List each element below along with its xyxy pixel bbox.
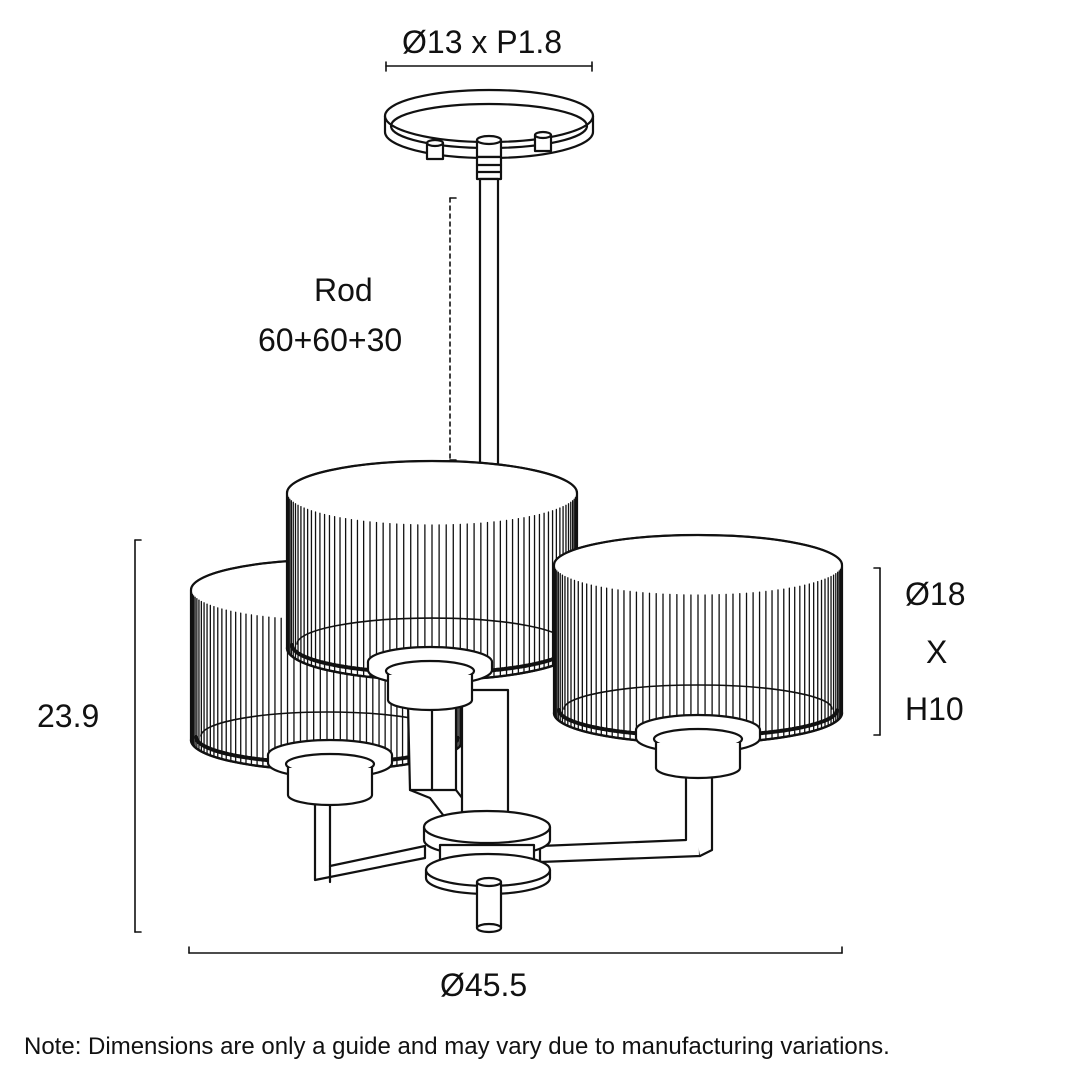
- arms-and-hub: [313, 688, 714, 934]
- canopy-dimension-label: Ø13 x P1.8: [402, 24, 563, 60]
- shade-right: [552, 533, 844, 745]
- lamp-holders: [266, 645, 762, 807]
- ceiling-canopy: [383, 88, 595, 161]
- height-label: 23.9: [37, 698, 100, 734]
- dimension-lines: [134, 61, 881, 954]
- suspension-rod: [475, 155, 503, 481]
- shade-center: [285, 459, 579, 682]
- overall-diameter-label: Ø45.5: [440, 967, 528, 1003]
- shade-times-label: X: [926, 634, 948, 670]
- rod-title-label: Rod: [314, 272, 373, 308]
- dimension-note: Note: Dimensions are only a guide and ma…: [24, 1033, 890, 1060]
- rod-length-label: 60+60+30: [258, 322, 403, 358]
- shade-diameter-label: Ø18: [905, 576, 966, 612]
- shade-height-label: H10: [905, 691, 964, 727]
